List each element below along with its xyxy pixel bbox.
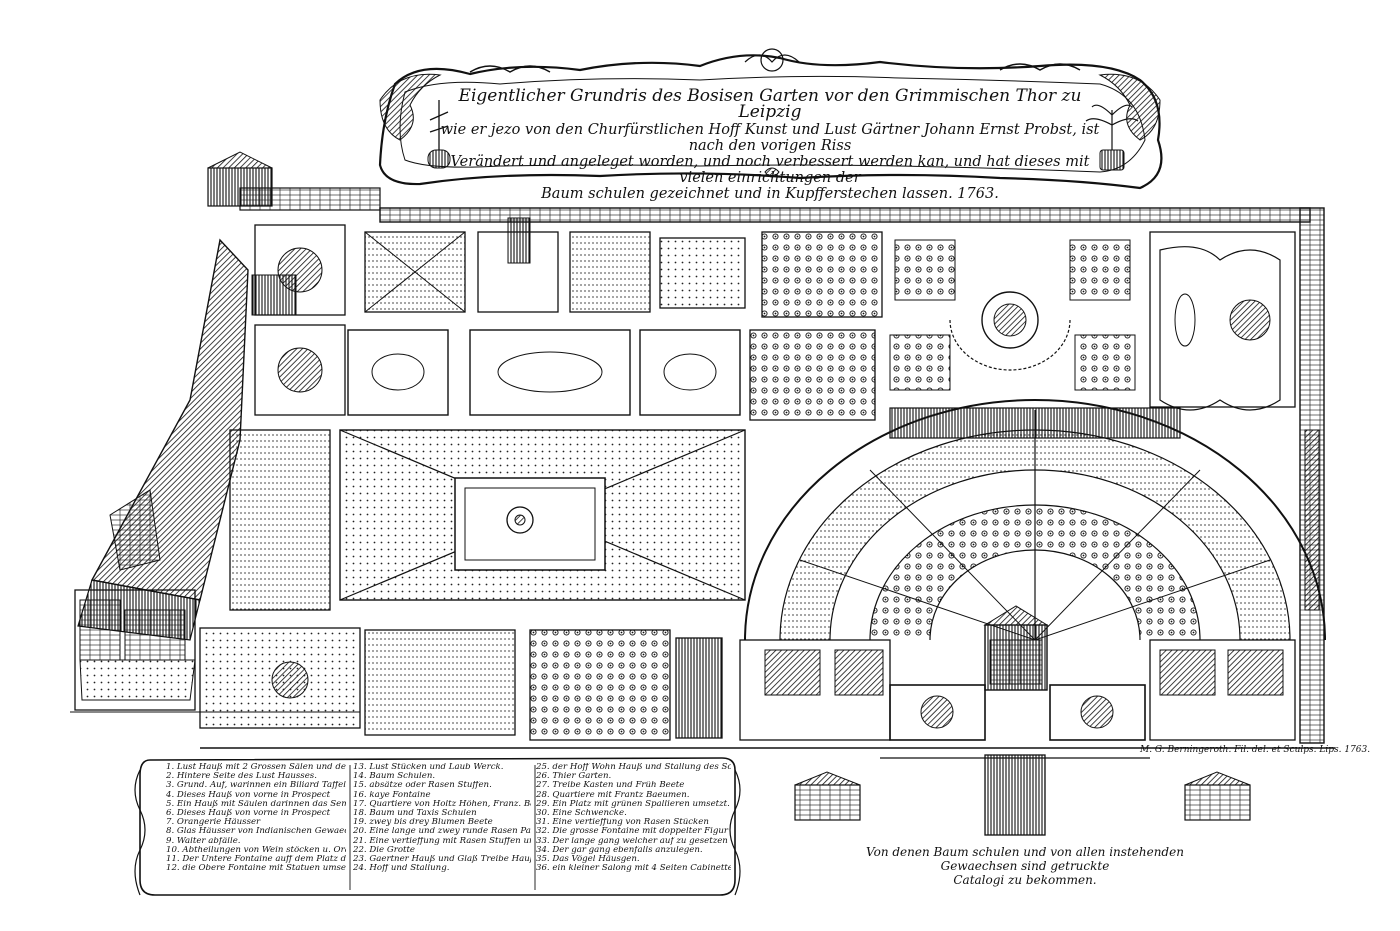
second-row-parterres (347, 329, 876, 421)
legend-entry: 17. Quartiere von Holtz Höhen, Franz. Ba… (353, 799, 531, 809)
legend-entry: 34. Der gar gang ebenfalls anzulegen. (536, 845, 703, 855)
title-line-4: Baum schulen gezeichnet und in Kupfferst… (541, 186, 999, 202)
upper-right-parterres (889, 231, 1296, 411)
legend-entry: 15. absätze oder Rasen Stuffen. (353, 781, 492, 791)
legend-entry: 25. der Hoff Wohn Hauß und Stallung des … (536, 763, 731, 772)
legend-entry: 14. Baum Schulen. (353, 772, 436, 782)
legend: 1. Lust Hauß mit 2 Grossen Sälen und den… (166, 763, 731, 883)
central-quarters (229, 429, 746, 611)
legend-entry: 1. Lust Hauß mit 2 Grossen Sälen und den… (166, 763, 346, 772)
legend-column-3: 25. der Hoff Wohn Hauß und Stallung des … (536, 763, 731, 873)
legend-entry: 16. kaye Fontaine (353, 790, 431, 800)
legend-entry: 21. Eine vertieffung mit Rasen Stuffen u… (353, 836, 531, 846)
legend-entry: 27. Treibe Kasten und Früh Beete (536, 781, 685, 791)
legend-entry: 2. Hintere Seite des Lust Hausses. (166, 772, 317, 782)
semicircular-garden (744, 291, 1326, 641)
legend-entry: 29. Ein Platz mit grünen Spallieren umse… (536, 799, 730, 809)
legend-entry: 4. Dieses Hauß von vorne in Prospect (166, 790, 331, 800)
legend-entry: 12. die Obere Fontaine mit Statuen umset… (166, 864, 346, 874)
legend-entry: 3. Grund. Auf, warinnen ein Biliard Taff… (166, 781, 346, 791)
house-elevations (794, 754, 1251, 836)
title-line-1: Eigentlicher Grundris des Bosisen Garten… (458, 86, 1082, 122)
legend-column-2: 13. Lust Stücken und Laub Werck. 14. Bau… (353, 763, 531, 873)
legend-entry: 18. Baum und Taxis Schulen (353, 809, 477, 819)
cartouche-title: Eigentlicher Grundris des Bosisen Garten… (440, 86, 1100, 203)
legend-entry: 8. Glas Häusser von Indianischen Gewaech… (166, 827, 346, 837)
title-cartouche (378, 48, 1163, 190)
catalogue-note: Von denen Baum schulen und von allen ins… (835, 845, 1215, 887)
legend-entry: 9. Walter abfälle. (166, 836, 241, 846)
legend-entry: 30. Eine Schwencke. (536, 809, 627, 819)
main-lust-haus (983, 605, 1049, 691)
legend-entry: 31. Eine vertieffung von Rasen Stücken (536, 818, 709, 828)
legend-column-1: 1. Lust Hauß mit 2 Grossen Sälen und den… (166, 763, 346, 873)
legend-entry: 32. Die grosse Fontaine mit doppelter Fi… (536, 827, 728, 837)
legend-entry: 23. Gaertner Hauß und Glaß Treibe Hauß (353, 855, 531, 865)
top-row-quarters (364, 217, 883, 318)
parterre-upper-left (254, 224, 346, 416)
note-line-2: Catalogi zu bekommen. (953, 873, 1097, 887)
legend-entry: 6. Dieses Hauß von vorne in Prospect (166, 809, 331, 819)
legend-entry: 13. Lust Stücken und Laub Werck. (353, 763, 504, 772)
legend-entry: 24. Hoff und Stallung. (353, 864, 450, 874)
legend-entry: 19. zwey bis drey Blumen Beete (353, 818, 493, 828)
legend-entry: 35. Das Vögel Häusgen. (536, 855, 640, 865)
legend-entry: 5. Ein Hauß mit Säulen darinnen das Semi… (166, 799, 346, 809)
legend-entry: 36. ein kleiner Salong mit 4 Seiten Cabi… (536, 864, 731, 874)
legend-entry: 7. Orangerie Häusser (166, 818, 261, 828)
legend-entry: 33. Der lange gang welcher auf zu gesetz… (536, 836, 731, 846)
legend-entry: 20. Eine lange und zwey runde Rasen Part… (353, 827, 531, 837)
title-line-3: Verändert und angeleget worden, und noch… (450, 154, 1090, 186)
note-line-1: Von denen Baum schulen und von allen ins… (866, 845, 1184, 873)
legend-scroll (134, 757, 741, 896)
legend-entry: 22. Die Grotte (353, 845, 415, 855)
engraver-signature: M. G. Berningeroth. Fil. del. et Sculps.… (1140, 745, 1371, 755)
left-buildings-stables (74, 151, 297, 711)
legend-entry: 28. Quartiere mit Frantz Baeumen. (536, 790, 690, 800)
title-line-2: wie er jezo von den Churfürstlichen Hoff… (440, 122, 1100, 154)
legend-entry: 10. Abtheilungen von Wein stöcken u. Ora… (166, 845, 346, 855)
legend-entry: 11. Der Untere Fontaine auff dem Platz d… (166, 855, 346, 865)
legend-entry: 26. Thier Garten. (536, 772, 612, 782)
lower-row-gardens (199, 627, 1296, 741)
